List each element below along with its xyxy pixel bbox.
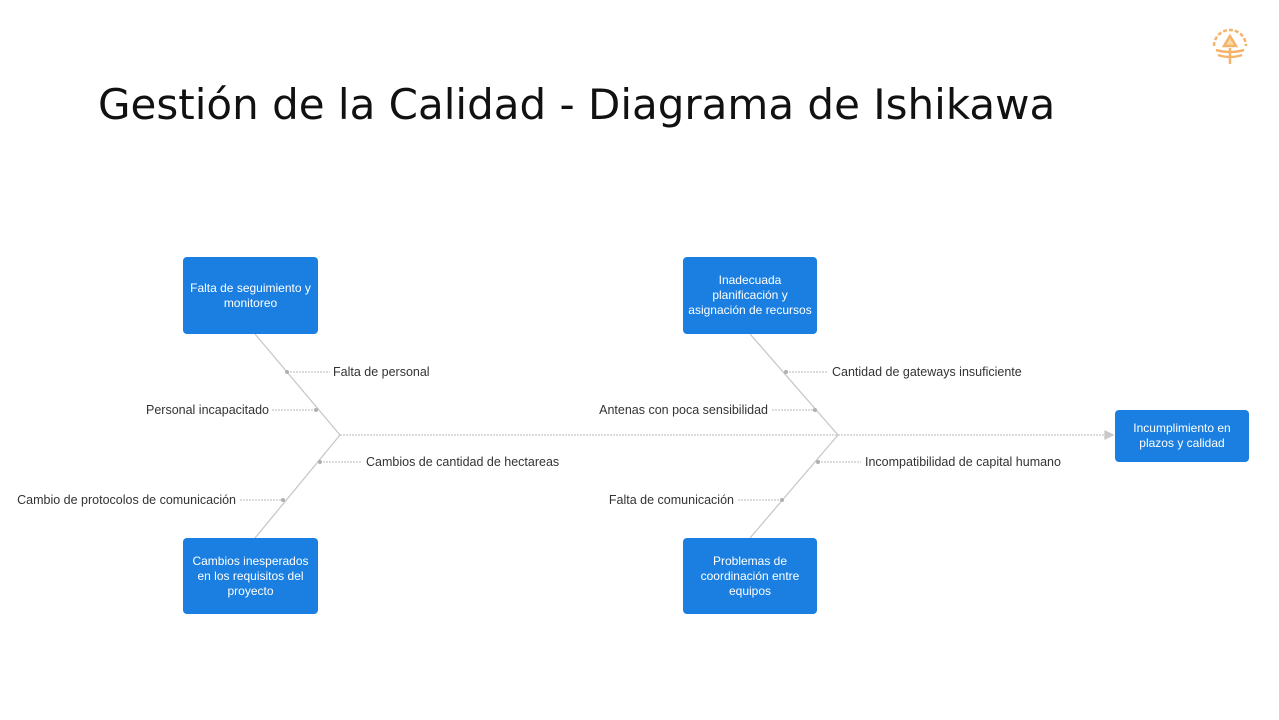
bone-top-right xyxy=(749,333,839,436)
spine-arrowhead xyxy=(1104,429,1115,441)
cause-label: Personal incapacitado xyxy=(146,403,269,417)
category-box-requisitos[interactable]: Cambios inesperados en los requisitos de… xyxy=(183,538,318,614)
cause-label: Cambio de protocolos de comunicación xyxy=(17,493,236,507)
cause-label: Antenas con poca sensibilidad xyxy=(599,403,768,417)
cause-label: Falta de personal xyxy=(333,365,430,379)
slide-title: Gestión de la Calidad - Diagrama de Ishi… xyxy=(98,80,1056,129)
bone-top-left xyxy=(254,333,341,436)
cause-label: Falta de comunicación xyxy=(608,493,734,507)
cause-label: Incompatibilidad de capital humano xyxy=(865,455,1061,469)
bone-bottom-right xyxy=(749,434,839,539)
category-box-seguimiento[interactable]: Falta de seguimiento y monitoreo xyxy=(183,257,318,334)
sun-plant-logo-icon xyxy=(1212,28,1248,64)
cause-label: Cantidad de gateways insuficiente xyxy=(832,365,1022,379)
category-box-coordinacion[interactable]: Problemas de coordinación entre equipos xyxy=(683,538,817,614)
cause-label: Cambios de cantidad de hectareas xyxy=(366,455,560,469)
bone-bottom-left xyxy=(254,434,341,539)
category-box-planificacion[interactable]: Inadecuada planificación y asignación de… xyxy=(683,257,817,334)
effect-box[interactable]: Incumplimiento en plazos y calidad xyxy=(1115,410,1249,462)
